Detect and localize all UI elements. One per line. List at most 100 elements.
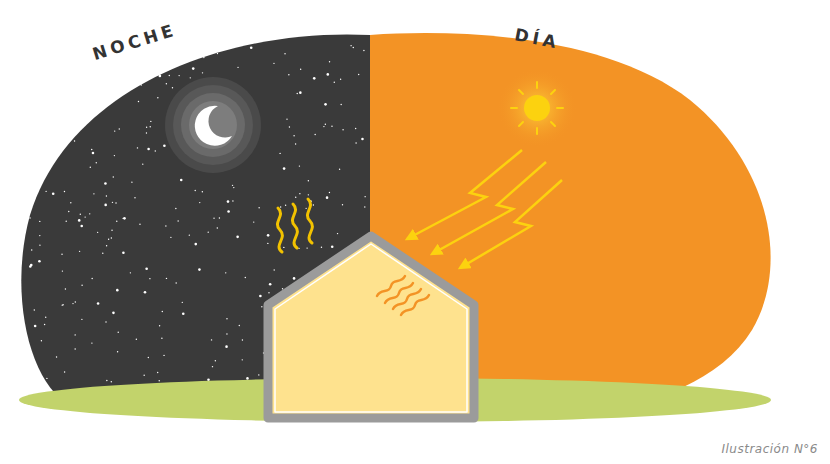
star [323, 126, 324, 127]
star [182, 302, 183, 303]
star [353, 47, 354, 48]
star [62, 270, 63, 271]
star [190, 77, 191, 78]
star [166, 83, 167, 84]
star [157, 372, 158, 373]
star [114, 155, 115, 156]
star [89, 213, 90, 214]
star [159, 75, 162, 78]
star [75, 301, 76, 302]
star [268, 292, 269, 293]
stored-heat-waves [377, 276, 429, 315]
star [215, 360, 216, 361]
heat-loss-waves [277, 199, 312, 252]
star [225, 345, 228, 348]
star [182, 312, 185, 315]
star [282, 288, 283, 289]
star [72, 303, 73, 304]
star [104, 182, 107, 185]
star [175, 282, 176, 283]
star [342, 129, 343, 130]
star [211, 339, 212, 340]
star [122, 252, 125, 255]
star [91, 342, 92, 343]
star [115, 202, 116, 203]
star [208, 231, 209, 232]
star [326, 196, 329, 199]
star [102, 252, 103, 253]
star [293, 277, 296, 280]
star [78, 219, 81, 222]
star [149, 278, 150, 279]
star [142, 163, 143, 164]
star [227, 200, 230, 203]
star [116, 289, 119, 292]
star [138, 101, 139, 102]
star [236, 236, 239, 239]
star [144, 291, 147, 294]
star [150, 121, 151, 122]
star [313, 77, 316, 80]
star [358, 74, 359, 75]
star [298, 248, 299, 249]
star [66, 221, 67, 222]
star [313, 204, 314, 205]
star [299, 91, 302, 94]
star [62, 304, 63, 305]
star [39, 221, 40, 222]
star [97, 232, 98, 233]
star [39, 244, 40, 245]
star [134, 197, 135, 198]
star [46, 378, 47, 379]
star [267, 243, 268, 244]
star [64, 371, 65, 372]
star [163, 355, 164, 356]
star [56, 356, 57, 357]
star [70, 202, 71, 203]
star [232, 185, 233, 186]
star [217, 227, 218, 228]
star [143, 375, 144, 376]
star [273, 269, 274, 270]
star [267, 234, 270, 237]
star [295, 197, 296, 198]
star [172, 87, 173, 88]
star [79, 251, 80, 252]
star [45, 317, 46, 318]
star [295, 143, 296, 144]
star [203, 57, 204, 58]
star [139, 224, 140, 225]
star [242, 339, 243, 340]
star [44, 324, 45, 325]
star [261, 306, 262, 307]
sun [497, 68, 577, 148]
star [165, 225, 166, 226]
star [61, 254, 62, 255]
star [106, 380, 107, 381]
star [327, 73, 330, 76]
star [297, 93, 298, 94]
star [283, 167, 286, 170]
star [81, 319, 82, 320]
star [355, 142, 356, 143]
star [38, 260, 41, 263]
star [106, 245, 107, 246]
star [170, 237, 171, 238]
star [30, 264, 33, 267]
star [202, 191, 203, 192]
star [111, 230, 112, 231]
star [321, 246, 322, 247]
star [39, 235, 40, 236]
star [279, 153, 280, 154]
star [258, 207, 259, 208]
star [65, 288, 66, 289]
star [237, 67, 238, 68]
star [286, 118, 287, 119]
star [225, 272, 226, 273]
star [112, 202, 113, 203]
star [329, 61, 330, 62]
star [52, 192, 55, 195]
star [306, 247, 307, 248]
figure-caption: Ilustración N°6 [721, 442, 818, 456]
star [308, 194, 309, 195]
